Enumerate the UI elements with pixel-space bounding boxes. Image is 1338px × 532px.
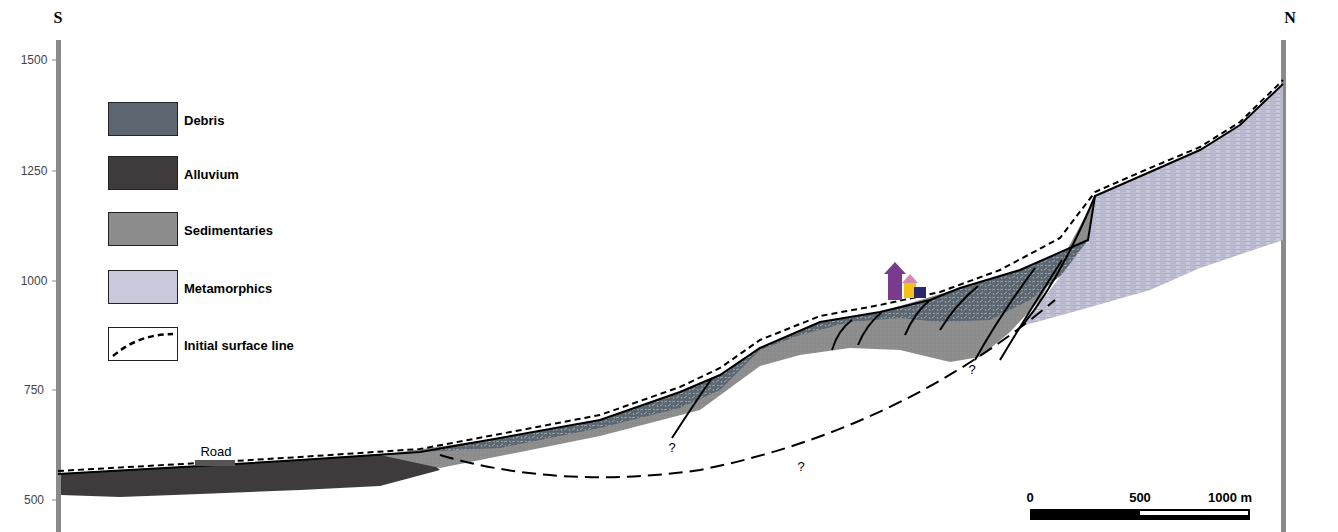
axis-bar: [56, 40, 61, 532]
slip-surface: [440, 300, 1055, 477]
direction-label: N: [1284, 9, 1296, 27]
legend-swatch: [108, 212, 178, 246]
legend-text: Debris: [184, 113, 224, 128]
alluvium-layer: [61, 452, 440, 497]
scale-value: 0: [1026, 490, 1033, 505]
legend-line-sample: [108, 327, 178, 361]
scale-value: 500: [1129, 490, 1151, 505]
elevation-tick: 1500: [21, 53, 48, 67]
faults: [672, 196, 1095, 438]
sedimentary-layer: [380, 198, 1095, 468]
uncertainty-mark: ?: [968, 362, 975, 377]
elevation-tick: 1000: [21, 274, 48, 288]
ground-surface: [58, 84, 1283, 474]
legend-swatch: [108, 270, 178, 304]
legend-text: Alluvium: [184, 167, 239, 182]
elevation-tick: 1250: [21, 164, 48, 178]
house-symbol: [884, 262, 926, 300]
legend-text: Initial surface line: [184, 338, 294, 353]
uncertainty-mark: ?: [797, 459, 804, 474]
legend-text: Sedimentaries: [184, 223, 273, 238]
road-symbol: [195, 460, 235, 466]
road-label: Road: [200, 444, 231, 459]
legend-swatch: [108, 156, 178, 190]
direction-label: S: [54, 9, 63, 27]
legend-text: Metamorphics: [184, 281, 272, 296]
scale-bar: [1030, 509, 1250, 520]
elevation-tick: 750: [24, 383, 44, 397]
ticks: [52, 60, 56, 500]
elevation-tick: 500: [24, 493, 44, 507]
legend-swatch: [108, 102, 178, 136]
uncertainty-mark: ?: [668, 440, 675, 455]
debris-layer: [420, 240, 1088, 452]
initial-surface-line: [58, 80, 1283, 471]
scale-value: 1000 m: [1208, 490, 1252, 505]
